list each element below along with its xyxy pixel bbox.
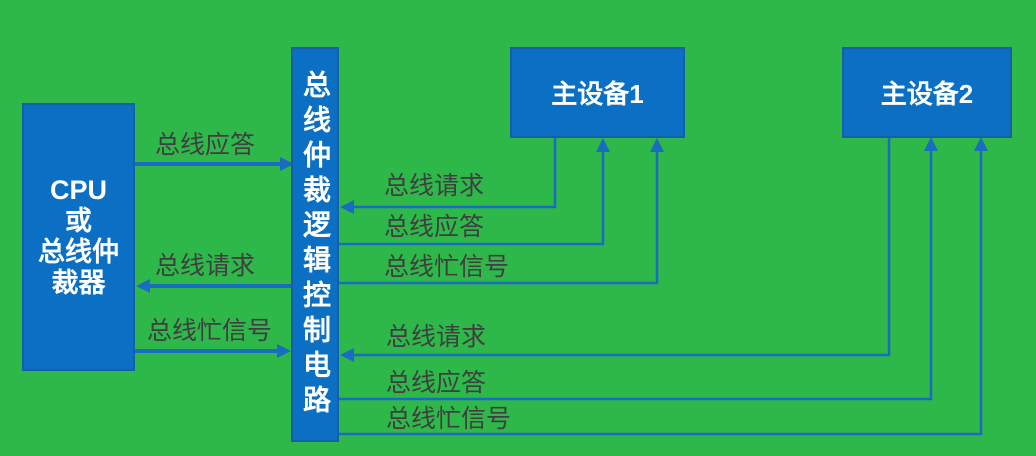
wire-cpu-bus-ack <box>135 157 294 171</box>
wire-device1-bus-request <box>340 138 557 214</box>
wire-device2-bus-request <box>340 137 891 362</box>
signal-label-device2-bus-ack: 总线应答 <box>386 369 487 397</box>
signal-label-device1-bus-ack: 总线应答 <box>384 213 485 241</box>
device1-node: 主设备1 <box>510 47 685 138</box>
cpu-node: CPU 或 总线仲 裁器 <box>22 103 135 371</box>
signal-label-device1-bus-request: 总线请求 <box>384 172 485 200</box>
signal-label-device2-bus-request: 总线请求 <box>386 323 487 351</box>
wire-device2-bus-ack <box>339 137 938 401</box>
signal-label-device2-bus-busy: 总线忙信号 <box>386 405 512 433</box>
arbiter-node-label: 总线仲裁逻辑控制电路 <box>300 69 331 420</box>
signal-label-cpu-bus-ack: 总线应答 <box>155 131 256 159</box>
signal-label-device1-bus-busy: 总线忙信号 <box>384 253 510 281</box>
signal-label-cpu-bus-busy: 总线忙信号 <box>147 317 273 345</box>
wire-device1-bus-ack <box>339 138 610 246</box>
arbiter-node: 总线仲裁逻辑控制电路 <box>291 47 339 442</box>
device2-node: 主设备2 <box>842 47 1012 138</box>
wire-cpu-bus-busy <box>135 344 291 358</box>
wire-device1-bus-busy <box>339 138 664 285</box>
signal-label-cpu-bus-request: 总线请求 <box>155 252 256 280</box>
wire-device2-bus-busy <box>339 137 988 436</box>
wire-cpu-bus-request <box>136 279 291 293</box>
